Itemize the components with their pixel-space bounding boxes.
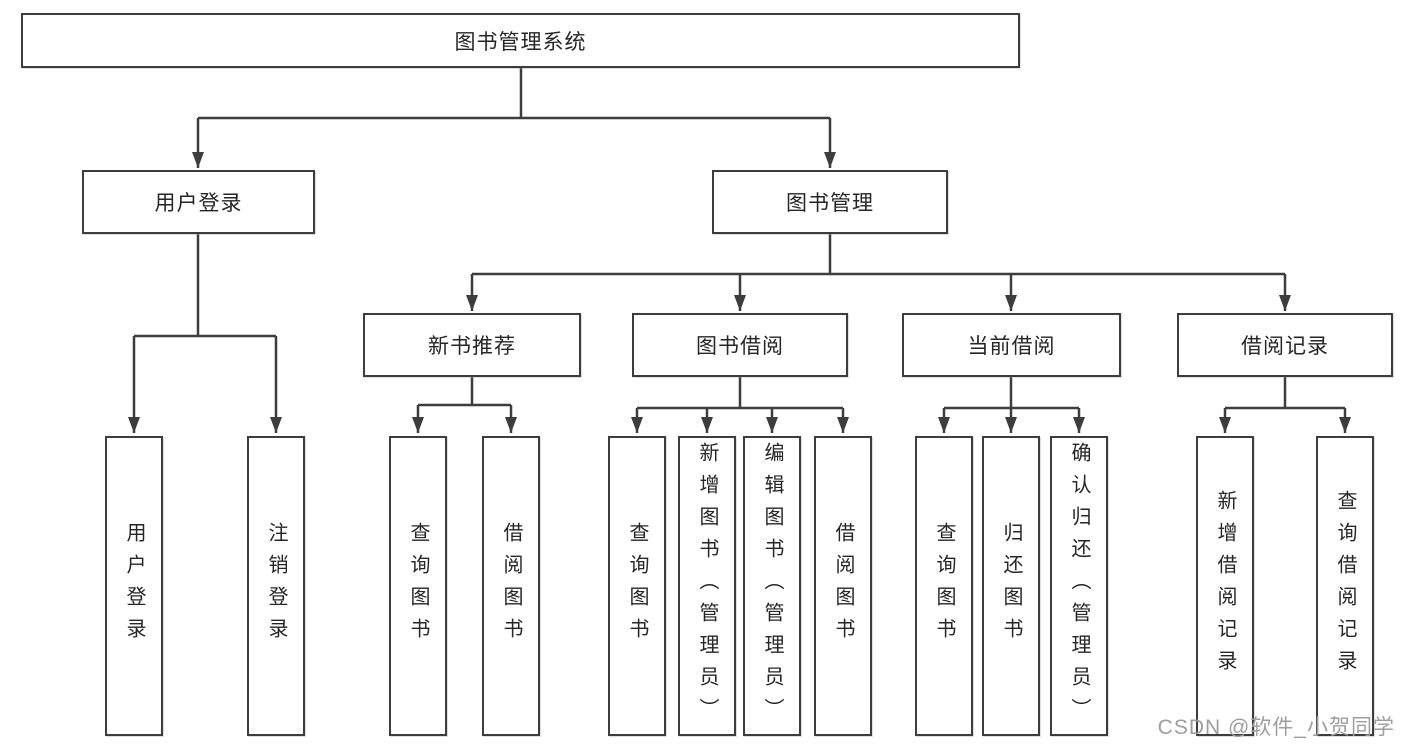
csdn-watermark: CSDN @软件_小贺同学 [1157,716,1395,739]
leaf-confirm-return-admin-label: 确认归还（管理员） [1068,442,1090,730]
node-book-borrowing: 图书借阅 [632,313,848,377]
node-book-management-label: 图书管理 [786,192,874,215]
leaf-user-login: 用户登录 [105,436,163,736]
leaf-query-books-recommend-label: 查询图书 [407,522,429,650]
node-user-login: 用户登录 [82,170,315,234]
leaf-add-book-admin-label: 新增图书（管理员） [696,442,718,730]
leaf-edit-book-admin-label: 编辑图书（管理员） [761,442,783,730]
leaf-query-books-recommend: 查询图书 [389,436,447,736]
leaf-return-books-label: 归还图书 [1000,522,1022,650]
node-user-login-label: 用户登录 [154,192,243,215]
node-library-system-label: 图书管理系统 [454,30,587,54]
leaf-query-borrow-record: 查询借阅记录 [1316,436,1374,736]
leaf-borrow-books-recommend-label: 借阅图书 [500,522,522,650]
leaf-add-book-admin: 新增图书（管理员） [678,436,736,736]
leaf-query-borrow-record-label: 查询借阅记录 [1334,490,1356,682]
leaf-query-books-borrowing-label: 查询图书 [626,522,648,650]
connector-trunk-lines [134,68,1345,410]
node-library-system: 图书管理系统 [21,13,1020,68]
node-current-borrowing: 当前借阅 [902,313,1121,377]
node-borrowing-records: 借阅记录 [1177,313,1393,377]
node-borrowing-records-label: 借阅记录 [1241,335,1329,358]
leaf-query-books-borrowing: 查询图书 [608,436,666,736]
leaf-borrow-books-borrowing-label: 借阅图书 [832,522,854,650]
leaf-confirm-return-admin: 确认归还（管理员） [1050,436,1108,736]
node-new-book-recommend-label: 新书推荐 [428,335,516,358]
leaf-borrow-books-recommend: 借阅图书 [482,436,540,736]
leaf-borrow-books-borrowing: 借阅图书 [814,436,872,736]
leaf-user-login-label: 用户登录 [123,522,145,650]
leaf-query-books-current: 查询图书 [915,436,973,736]
leaf-query-books-current-label: 查询图书 [933,522,955,650]
leaf-logout-login-label: 注销登录 [265,522,287,650]
node-new-book-recommend: 新书推荐 [363,313,581,377]
connector-arrow-lines [128,118,1351,433]
leaf-return-books: 归还图书 [982,436,1040,736]
node-book-borrowing-label: 图书借阅 [696,335,784,358]
node-current-borrowing-label: 当前借阅 [967,335,1056,358]
leaf-add-borrow-record-label: 新增借阅记录 [1214,490,1236,682]
leaf-add-borrow-record: 新增借阅记录 [1196,436,1254,736]
leaf-logout-login: 注销登录 [247,436,305,736]
leaf-edit-book-admin: 编辑图书（管理员） [743,436,801,736]
node-book-management: 图书管理 [712,170,948,234]
